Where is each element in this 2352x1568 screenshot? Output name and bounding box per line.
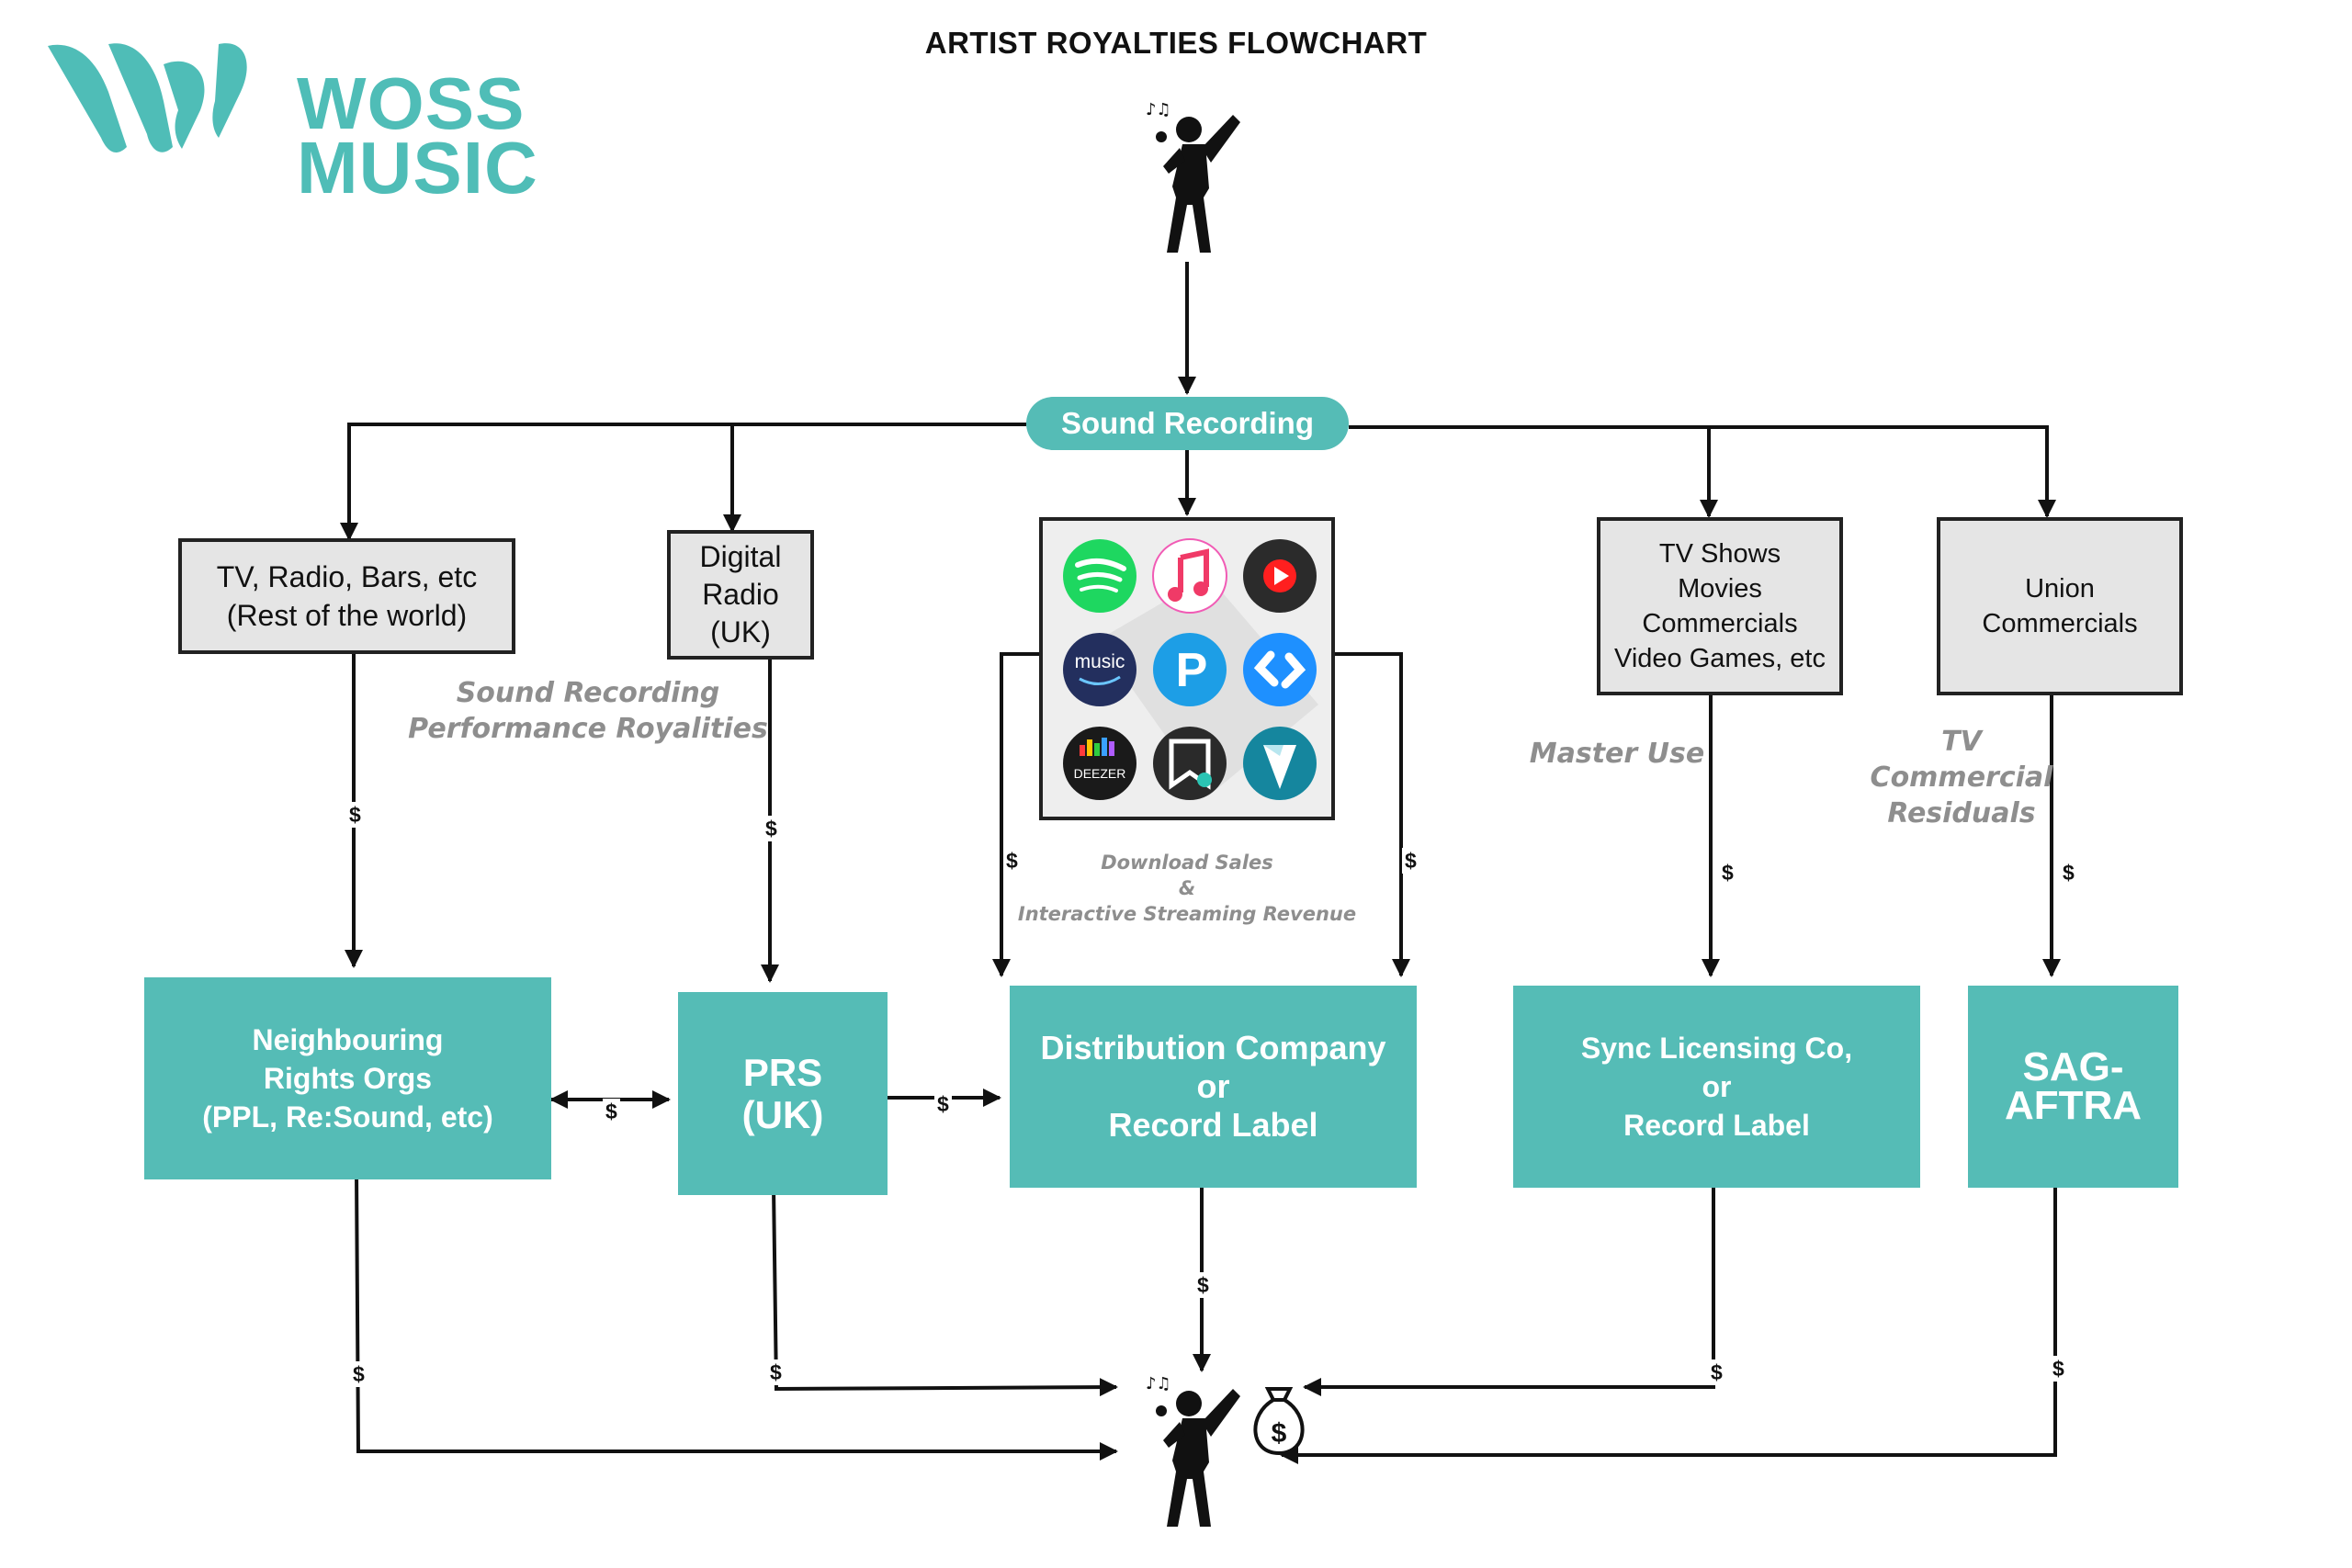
payout-sync [1303, 1179, 1715, 1396]
page-title: ARTIST ROYALTIES FLOWCHART [924, 26, 1428, 60]
woss-music-logo: WOSS MUSIC [44, 37, 537, 205]
note-tv-commercial-residuals: TV Commercial Residuals [1870, 726, 2053, 829]
distribution-company-box: Distribution Company or Record Label [1010, 986, 1417, 1188]
deezer-icon: DEEZER [1063, 727, 1136, 800]
logo-word-woss: WOSS [297, 62, 526, 144]
sync-licensing-box: Sync Licensing Co, or Record Label [1513, 986, 1920, 1188]
dollar-label: $ [934, 1091, 952, 1117]
dollar-label: $ [350, 1361, 368, 1387]
channel-tv-radio-box: TV, Radio, Bars, etc (Rest of the world) [178, 538, 515, 654]
dollar-label: $ [346, 802, 364, 828]
dollar-label: $ [2060, 860, 2077, 886]
dollar-label: $ [1003, 848, 1021, 874]
paid-singer-icon: ♪♫ $ [1146, 1374, 1305, 1527]
prs-uk-box: PRS (UK) [678, 992, 888, 1195]
arrow-streaming-left-to-distribution [992, 652, 1039, 977]
arrow-streaming-right-to-distribution [1335, 652, 1410, 977]
dollar-label: $ [1708, 1359, 1725, 1385]
dollar-label: $ [603, 1099, 620, 1124]
spotify-icon [1063, 539, 1136, 613]
pandora-icon: P [1153, 633, 1227, 706]
amazon-music-icon: music [1063, 633, 1136, 706]
dollar-label: $ [2050, 1356, 2067, 1382]
apple-music-icon [1152, 538, 1227, 614]
svg-text:$: $ [1272, 1418, 1287, 1449]
neighbouring-rights-orgs-box: Neighbouring Rights Orgs (PPL, Re:Sound,… [144, 977, 551, 1179]
payout-sag [1280, 1179, 2057, 1464]
jiosaavn-icon [1153, 727, 1227, 800]
svg-text:P: P [1176, 644, 1208, 697]
logo-word-music: MUSIC [297, 127, 538, 209]
dollar-label: $ [1194, 1272, 1212, 1298]
streaming-services-panel: music P DEEZER [1039, 517, 1335, 820]
sound-recording-node: Sound Recording [1026, 397, 1349, 450]
money-bag-icon: $ [1253, 1387, 1305, 1456]
dollar-label: $ [1719, 860, 1736, 886]
tidal-icon [1243, 727, 1317, 800]
svg-text:DEEZER: DEEZER [1074, 766, 1126, 781]
shazam-icon [1243, 633, 1317, 706]
dollar-label: $ [767, 1359, 785, 1385]
branch-bus-left [340, 423, 1026, 541]
channel-digital-radio-box: Digital Radio (UK) [667, 530, 814, 660]
youtube-music-icon [1243, 539, 1317, 613]
payout-prs [772, 1186, 1118, 1397]
sag-aftra-box: SAG- AFTRA [1968, 986, 2178, 1188]
dollar-label: $ [1402, 848, 1419, 874]
note-performance-royalties: Sound Recording Performance Royalities [408, 677, 768, 745]
svg-text:music: music [1075, 651, 1125, 672]
note-download-streaming: Download Sales & Interactive Streaming R… [1017, 852, 1357, 925]
payout-neighbouring [355, 1170, 1118, 1461]
svg-text:♪♫: ♪♫ [1146, 100, 1171, 119]
logo-mark-icon [48, 43, 247, 152]
channel-tv-shows-box: TV Shows Movies Commercials Video Games,… [1597, 517, 1843, 695]
branch-bus-right [1349, 425, 2056, 518]
channel-union-commercials-box: Union Commercials [1937, 517, 2183, 695]
svg-text:♪♫: ♪♫ [1146, 1374, 1171, 1393]
dollar-label: $ [763, 816, 780, 841]
singer-icon: ♪♫ [1146, 100, 1240, 253]
note-master-use: Master Use [1529, 738, 1705, 770]
